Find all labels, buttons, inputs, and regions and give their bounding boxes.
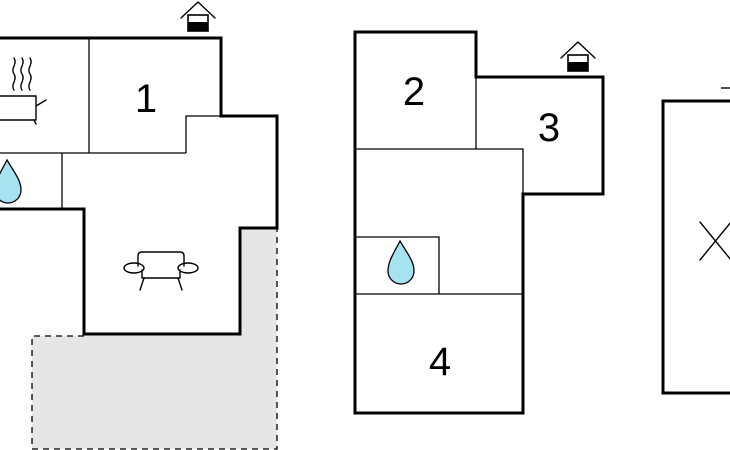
entrance-house-icon — [560, 41, 596, 72]
wall-hall-top — [355, 148, 524, 194]
bed-cross-icon — [699, 221, 730, 261]
building-c-outer-wall — [661, 99, 730, 395]
building-a-outer-wall — [0, 36, 279, 336]
water-drop-icon — [387, 239, 415, 285]
terrace-area — [32, 228, 277, 449]
entrance-house-icon — [180, 1, 216, 32]
cooking-pot-icon — [0, 57, 47, 125]
water-drop-icon — [0, 158, 22, 204]
building-b-outer-wall — [353, 30, 605, 415]
room-3-label: 3 — [538, 106, 560, 150]
wall-room1-step — [185, 115, 221, 153]
wall-bath-b — [355, 236, 440, 294]
room-2-label: 2 — [403, 70, 425, 114]
room-1-label: 1 — [135, 77, 157, 121]
sofa-icon — [123, 251, 199, 291]
terrace-outline — [31, 228, 278, 450]
room-4-label: 4 — [429, 340, 451, 384]
